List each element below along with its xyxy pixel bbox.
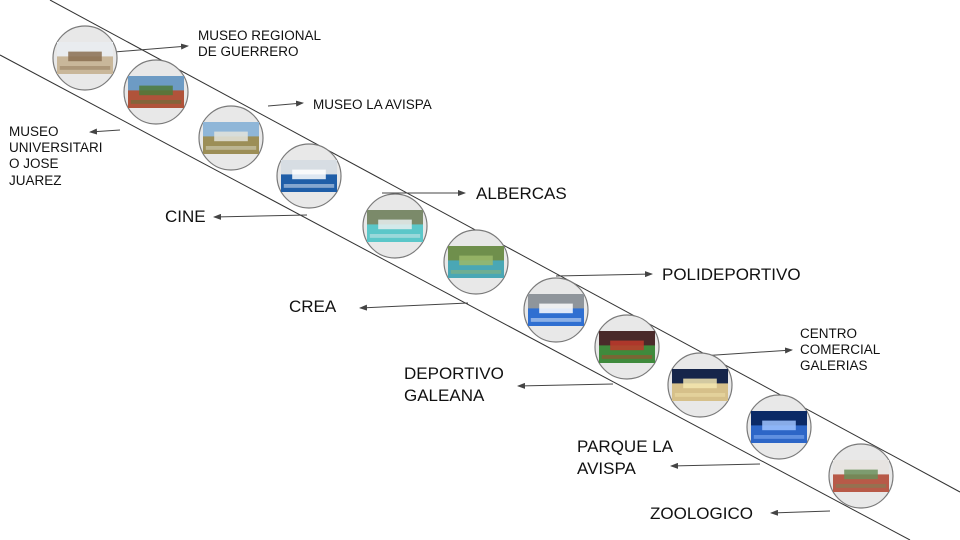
stop-layer <box>52 25 894 509</box>
label-centro-comercial-galerias: CENTRO COMERCIAL GALERIAS <box>800 326 881 374</box>
photo-detail <box>753 435 805 439</box>
arrow-crea <box>359 302 469 311</box>
photo-detail <box>601 355 653 359</box>
arrow-museo-universitario <box>89 128 121 135</box>
photo-subject <box>762 420 796 431</box>
label-museo-universitario: MUSEO UNIVERSITARI O JOSE JUAREZ <box>9 124 103 188</box>
arrow-parque-la-avispa <box>670 462 761 469</box>
stop-cine <box>276 143 342 209</box>
photo-subject <box>610 340 644 351</box>
arrow-museo-regional <box>113 43 189 53</box>
stop-zoologico <box>828 443 894 509</box>
label-museo-regional: MUSEO REGIONAL DE GUERRERO <box>198 28 322 60</box>
photo-detail <box>369 234 421 238</box>
label-polideportivo: POLIDEPORTIVO <box>662 265 801 284</box>
photo-subject <box>459 255 493 266</box>
label-zoologico: ZOOLOGICO <box>650 504 753 523</box>
label-cine: CINE <box>165 207 206 226</box>
stop-polideportivo <box>523 277 589 343</box>
label-parque-la-avispa: PARQUE LA AVISPA <box>577 437 674 479</box>
photo-subject <box>683 378 717 389</box>
stop-museo-regional <box>52 25 118 91</box>
photo-subject <box>844 469 878 480</box>
stop-photo <box>833 460 889 492</box>
stop-photo <box>367 210 423 242</box>
photo-subject <box>378 219 412 230</box>
stop-parque-la-avispa <box>746 394 812 460</box>
photo-subject <box>68 51 102 62</box>
road-line-lower <box>0 54 911 540</box>
stop-crea <box>443 229 509 295</box>
stop-photo <box>751 411 807 443</box>
stop-photo <box>281 160 337 192</box>
stop-photo <box>672 369 728 401</box>
photo-detail <box>283 184 335 188</box>
road-line-upper <box>49 0 960 493</box>
photo-subject <box>292 169 326 180</box>
label-deportivo-galeana: DEPORTIVO GALEANA <box>404 364 504 406</box>
arrow-deportivo-galeana <box>517 382 614 389</box>
stop-photo <box>599 331 655 363</box>
photo-subject <box>539 303 573 314</box>
label-albercas: ALBERCAS <box>476 184 567 203</box>
stop-photo <box>57 42 113 74</box>
arrow-layer <box>89 43 831 516</box>
stop-museo-la-avispa <box>198 105 264 171</box>
photo-detail <box>674 393 726 397</box>
arrow-museo-la-avispa <box>267 100 304 107</box>
stop-centro-comercial-galerias <box>667 352 733 418</box>
arrow-zoologico <box>770 509 831 516</box>
photo-detail <box>59 66 111 70</box>
label-crea: CREA <box>289 297 337 316</box>
stop-deportivo-galeana <box>594 314 660 380</box>
arrow-polideportivo <box>555 271 653 278</box>
photo-detail <box>835 484 887 488</box>
photo-subject <box>214 131 248 142</box>
photo-detail <box>205 146 257 150</box>
label-museo-la-avispa: MUSEO LA AVISPA <box>313 97 432 112</box>
stop-albercas <box>362 193 428 259</box>
stop-photo <box>128 76 184 108</box>
photo-detail <box>450 270 502 274</box>
arrow-cine <box>213 213 308 220</box>
photo-detail <box>530 318 582 322</box>
photo-detail <box>130 100 182 104</box>
stop-photo <box>528 294 584 326</box>
stop-photo <box>448 246 504 278</box>
stop-museo-universitario <box>123 59 189 125</box>
photo-subject <box>139 85 173 96</box>
stop-photo <box>203 122 259 154</box>
